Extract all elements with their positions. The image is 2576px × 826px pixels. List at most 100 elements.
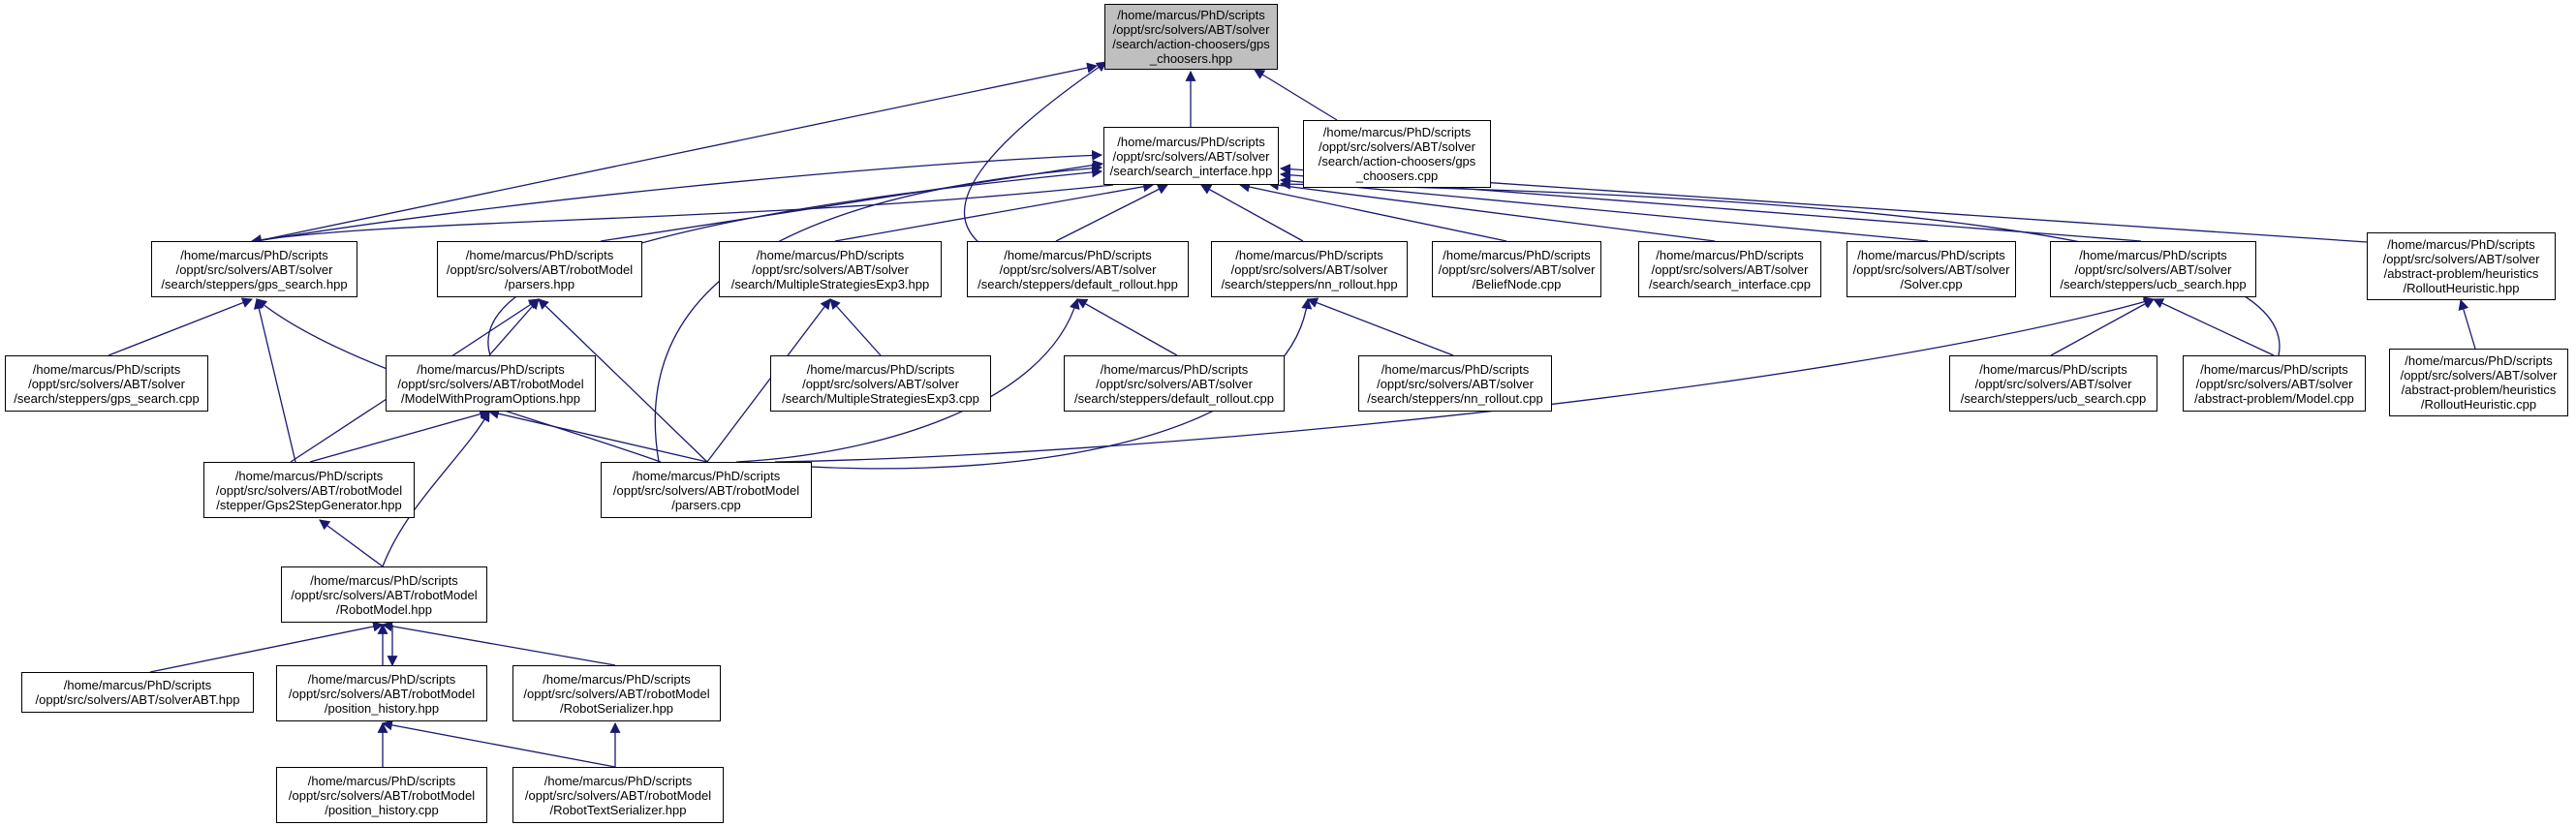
dependency-edge	[319, 519, 384, 567]
node-line: /home/marcus/PhD/scripts	[1117, 134, 1265, 149]
node-line: /home/marcus/PhD/scripts	[1443, 247, 1591, 262]
node-line: /oppt/src/solvers/ABT/solver	[175, 261, 333, 277]
node-line: /oppt/src/solvers/ABT/solver	[999, 261, 1157, 277]
node-model-cpp[interactable]: /home/marcus/PhD/scripts /oppt/src/solve…	[2183, 355, 2366, 412]
dependency-edge	[1200, 184, 1304, 242]
dependency-edge	[2050, 298, 2155, 356]
node-line: /oppt/src/solvers/ABT/solver	[2074, 261, 2232, 277]
node-line: /oppt/src/solvers/ABT/robotModel	[288, 686, 476, 701]
node-line: /home/marcus/PhD/scripts	[1117, 8, 1265, 22]
node-nn-rollout-cpp[interactable]: /home/marcus/PhD/scripts /oppt/src/solve…	[1358, 355, 1552, 412]
node-line: /oppt/src/solvers/ABT/solver	[1377, 376, 1534, 391]
node-robotmodel-hpp[interactable]: /home/marcus/PhD/scripts /oppt/src/solve…	[281, 566, 487, 623]
node-rollout-heuristic-cpp[interactable]: /home/marcus/PhD/scripts /oppt/src/solve…	[2389, 349, 2568, 416]
node-line: /home/marcus/PhD/scripts	[543, 773, 693, 788]
node-position-history-hpp[interactable]: /home/marcus/PhD/scripts /oppt/src/solve…	[276, 665, 487, 721]
node-line: /RobotTextSerializer.hpp	[549, 802, 687, 817]
node-search-interface-hpp[interactable]: /home/marcus/PhD/scripts /oppt/src/solve…	[1103, 127, 1279, 185]
node-line: /oppt/src/solvers/ABT/robotModel	[288, 787, 476, 803]
node-line: /home/marcus/PhD/scripts	[1235, 247, 1383, 262]
node-line: _choosers.hpp	[1149, 51, 1233, 66]
node-search-interface-cpp[interactable]: /home/marcus/PhD/scripts /oppt/src/solve…	[1638, 241, 1821, 297]
node-line: /home/marcus/PhD/scripts	[180, 247, 328, 262]
node-line: /oppt/src/solvers/ABT/solverABT.hpp	[35, 692, 240, 707]
node-line: /home/marcus/PhD/scripts	[465, 247, 614, 262]
node-line: /oppt/src/solvers/ABT/solver	[2382, 252, 2540, 266]
node-default-rollout-cpp[interactable]: /home/marcus/PhD/scripts /oppt/src/solve…	[1064, 355, 1285, 412]
node-line: /home/marcus/PhD/scripts	[1322, 125, 1472, 139]
node-line: /oppt/src/solvers/ABT/solver	[28, 376, 185, 391]
dependency-edge	[382, 411, 490, 567]
node-rollout-heuristic-hpp[interactable]: /home/marcus/PhD/scripts /oppt/src/solve…	[2367, 232, 2556, 300]
node-gps-search-cpp[interactable]: /home/marcus/PhD/scripts /oppt/src/solve…	[5, 355, 208, 412]
node-line: /home/marcus/PhD/scripts	[310, 572, 458, 588]
dependency-edge	[381, 621, 616, 666]
dependency-edge	[487, 167, 1103, 356]
node-line: /home/marcus/PhD/scripts	[632, 468, 781, 483]
node-ucb-search-cpp[interactable]: /home/marcus/PhD/scripts /oppt/src/solve…	[1949, 355, 2157, 412]
node-line: _choosers.cpp	[1355, 168, 1439, 183]
node-position-history-cpp[interactable]: /home/marcus/PhD/scripts /oppt/src/solve…	[276, 767, 487, 823]
node-line: /position_history.cpp	[325, 802, 439, 817]
node-line: /home/marcus/PhD/scripts	[1656, 247, 1804, 262]
node-nn-rollout-hpp[interactable]: /home/marcus/PhD/scripts /oppt/src/solve…	[1211, 241, 1408, 297]
node-line: /home/marcus/PhD/scripts	[543, 671, 691, 687]
node-line: /search/search_interface.cpp	[1649, 276, 1811, 291]
node-line: /home/marcus/PhD/scripts	[2405, 353, 2553, 368]
node-line: /abstract-problem/heuristics	[2401, 382, 2557, 397]
node-robot-serializer-hpp[interactable]: /home/marcus/PhD/scripts /oppt/src/solve…	[512, 665, 721, 721]
node-line: /search/steppers/ucb_search.cpp	[1960, 390, 2147, 406]
dependency-edge	[1279, 175, 1929, 242]
node-line: /home/marcus/PhD/scripts	[2200, 361, 2348, 377]
node-line: /abstract-problem/Model.cpp	[2194, 390, 2354, 406]
node-line: /oppt/src/solvers/ABT/solver	[1112, 22, 1270, 37]
dependency-edge	[256, 62, 1099, 242]
node-line: /oppt/src/solvers/ABT/robotModel	[446, 261, 634, 277]
node-multistrat-cpp[interactable]: /home/marcus/PhD/scripts /oppt/src/solve…	[770, 355, 991, 412]
node-gps-choosers-cpp[interactable]: /home/marcus/PhD/scripts /oppt/src/solve…	[1303, 120, 1491, 188]
dependency-edge	[1238, 181, 1507, 242]
dependency-edge	[1254, 69, 1338, 121]
node-parsers-cpp[interactable]: /home/marcus/PhD/scripts /oppt/src/solve…	[601, 462, 812, 518]
dependency-edge	[2458, 298, 2476, 350]
node-default-rollout-hpp[interactable]: /home/marcus/PhD/scripts /oppt/src/solve…	[967, 241, 1189, 297]
node-line: /stepper/Gps2StepGenerator.hpp	[216, 497, 402, 512]
node-line: /home/marcus/PhD/scripts	[2079, 247, 2227, 262]
node-solverabt-hpp[interactable]: /home/marcus/PhD/scripts /oppt/src/solve…	[21, 672, 254, 713]
node-line: /oppt/src/solvers/ABT/solver	[1438, 261, 1596, 277]
node-line: /search/action-choosers/gps	[1112, 37, 1270, 51]
node-line: /oppt/src/solvers/ABT/solver	[2195, 376, 2353, 391]
node-parsers-hpp[interactable]: /home/marcus/PhD/scripts /oppt/src/solve…	[437, 241, 642, 297]
node-robot-text-serializer-hpp[interactable]: /home/marcus/PhD/scripts /oppt/src/solve…	[512, 767, 724, 823]
node-line: /home/marcus/PhD/scripts	[1004, 247, 1152, 262]
node-line: /search/MultipleStrategiesExp3.hpp	[730, 276, 930, 291]
node-solver-cpp[interactable]: /home/marcus/PhD/scripts /oppt/src/solve…	[1847, 241, 2016, 297]
node-line: /search/steppers/ucb_search.hpp	[2060, 276, 2247, 291]
node-line: /RolloutHeuristic.cpp	[2420, 397, 2537, 412]
dependency-edge	[487, 408, 708, 463]
node-line: /home/marcus/PhD/scripts	[417, 361, 565, 377]
node-line: /home/marcus/PhD/scripts	[1979, 361, 2127, 377]
node-line: /oppt/src/solvers/ABT/solver	[1319, 139, 1475, 154]
node-line: /home/marcus/PhD/scripts	[307, 671, 456, 687]
node-model-with-po-hpp[interactable]: /home/marcus/PhD/scripts /oppt/src/solve…	[386, 355, 596, 412]
node-gps-search-hpp[interactable]: /home/marcus/PhD/scripts /oppt/src/solve…	[151, 241, 357, 297]
node-ucb-search-hpp[interactable]: /home/marcus/PhD/scripts /oppt/src/solve…	[2050, 241, 2256, 297]
node-multistrat-hpp[interactable]: /home/marcus/PhD/scripts /oppt/src/solve…	[719, 241, 942, 297]
node-beliefnode-cpp[interactable]: /home/marcus/PhD/scripts /oppt/src/solve…	[1432, 241, 1601, 297]
node-line: /parsers.cpp	[671, 497, 741, 512]
dependency-edge	[538, 298, 708, 463]
node-line: /search/steppers/nn_rollout.cpp	[1367, 390, 1543, 406]
node-gps-choosers-hpp[interactable]: /home/marcus/PhD/scripts /oppt/src/solve…	[1104, 4, 1278, 70]
node-line: /home/marcus/PhD/scripts	[1381, 361, 1530, 377]
dependency-edge	[2153, 298, 2275, 356]
node-line: /oppt/src/solvers/ABT/solver	[1230, 261, 1388, 277]
node-line: /search/search_interface.hpp	[1109, 163, 1273, 178]
dependency-edge	[1055, 184, 1168, 242]
dependency-edge	[1279, 178, 2281, 356]
node-line: /RobotSerializer.hpp	[559, 700, 674, 716]
node-line: /oppt/src/solvers/ABT/robotModel	[523, 686, 710, 701]
node-gps2step-hpp[interactable]: /home/marcus/PhD/scripts /oppt/src/solve…	[203, 462, 415, 518]
node-line: /abstract-problem/heuristics	[2383, 266, 2539, 281]
